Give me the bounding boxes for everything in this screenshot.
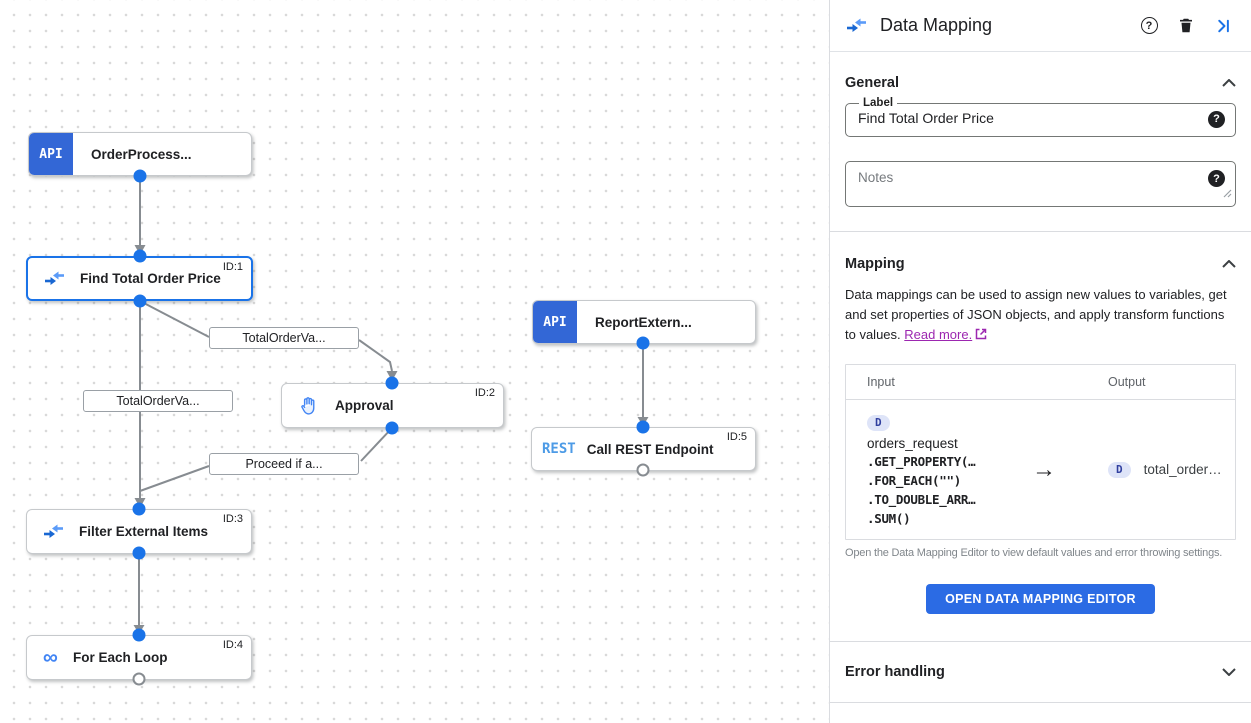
label-field-label: Label	[863, 97, 894, 109]
resize-handle-icon[interactable]	[1223, 185, 1232, 203]
notes-input[interactable]	[858, 170, 1208, 198]
connector-dot[interactable]	[636, 420, 650, 434]
node-label: ReportExtern...	[595, 314, 692, 330]
connector-dot[interactable]	[132, 502, 146, 516]
connector-dot[interactable]	[385, 421, 399, 435]
node-label: OrderProcess...	[91, 146, 192, 162]
section-title: Mapping	[845, 256, 905, 272]
section-title: General	[845, 75, 899, 91]
flow-edges	[133, 176, 649, 634]
edge-label-text: TotalOrderVa...	[242, 331, 326, 345]
connector-dot[interactable]	[133, 169, 147, 183]
mapping-description-text: Data mappings can be used to assign new …	[845, 287, 1227, 342]
section-divider	[830, 641, 1251, 642]
column-header-input: Input	[867, 375, 895, 389]
section-title: Error handling	[845, 664, 945, 680]
mapping-arrow-icon: →	[1032, 455, 1056, 483]
section-general-header[interactable]: General	[845, 75, 1236, 91]
section-divider	[830, 231, 1251, 232]
connector-dot[interactable]	[133, 294, 147, 308]
edge-lines	[138, 176, 644, 625]
node-label: For Each Loop	[72, 650, 168, 665]
node-label: Find Total Order Price	[80, 271, 221, 286]
connector-dot[interactable]	[133, 249, 147, 263]
label-help-icon[interactable]: ?	[1208, 110, 1225, 128]
datatype-badge: D	[1108, 461, 1131, 478]
notes-field: ?	[845, 161, 1236, 207]
node-id-label: ID:3	[222, 513, 243, 525]
mapping-table-header: Input Output	[846, 365, 1235, 400]
node-label: Filter External Items	[79, 524, 209, 539]
open-data-mapping-editor-button[interactable]: OPEN DATA MAPPING EDITOR	[926, 584, 1155, 614]
output-variable: total_order…	[1143, 462, 1222, 477]
mapping-description: Data mappings can be used to assign new …	[845, 285, 1236, 346]
data-mapping-icon	[43, 524, 64, 539]
hand-icon	[298, 395, 320, 417]
edge-label-proceed-if[interactable]: Proceed if a...	[209, 453, 359, 475]
transform-function: .SUM()	[867, 511, 911, 526]
chevron-down-icon[interactable]	[1222, 668, 1236, 676]
edge-label-total-order-value-1[interactable]: TotalOrderVa...	[209, 327, 359, 349]
rest-icon: REST	[542, 441, 576, 457]
data-mapping-icon	[44, 271, 65, 286]
connector-dot[interactable]	[385, 376, 399, 390]
node-label: Call REST Endpoint	[586, 441, 714, 457]
section-mapping-header[interactable]: Mapping	[845, 256, 1236, 272]
read-more-link[interactable]: Read more.	[904, 327, 973, 342]
help-icon[interactable]: ?	[1138, 15, 1160, 37]
mapping-caption: Open the Data Mapping Editor to view def…	[845, 547, 1223, 559]
connector-dot-empty[interactable]	[132, 672, 146, 686]
mapping-output-cell: D total_order…	[1108, 461, 1222, 478]
edge-label-total-order-value-2[interactable]: TotalOrderVa...	[83, 390, 233, 412]
data-mapping-icon	[846, 18, 867, 33]
connector-dot[interactable]	[132, 628, 146, 642]
transform-function: .TO_DOUBLE_ARR…	[867, 492, 976, 507]
edge-label-text: Proceed if a...	[245, 457, 323, 471]
node-approval[interactable]: ID:2 Approval	[281, 383, 504, 428]
node-find-total-order-price[interactable]: ID:1 Find Total Order Price	[26, 256, 253, 301]
api-trigger-icon: API	[533, 301, 577, 343]
section-error-handling-header[interactable]: Error handling	[845, 664, 1236, 680]
node-label: Approval	[335, 398, 394, 413]
edge-label-text: TotalOrderVa...	[116, 394, 200, 408]
section-divider	[830, 702, 1251, 703]
node-id-label: ID:5	[726, 431, 747, 443]
column-header-output: Output	[1108, 375, 1146, 389]
loop-icon: ∞	[43, 646, 58, 669]
panel-title: Data Mapping	[880, 15, 993, 35]
transform-function: .GET_PROPERTY(…	[867, 454, 976, 469]
input-variable: orders_request	[867, 436, 958, 451]
connector-dot[interactable]	[132, 546, 146, 560]
chevron-up-icon[interactable]	[1222, 79, 1236, 87]
connector-dot[interactable]	[636, 336, 650, 350]
api-trigger-icon: API	[29, 133, 73, 175]
node-id-label: ID:1	[222, 261, 243, 273]
datatype-badge: D	[867, 415, 890, 431]
label-field: Label ?	[845, 97, 1236, 137]
mapping-preview-table: Input Output D orders_request .GET_PROPE…	[845, 364, 1236, 540]
flow-canvas[interactable]: API OrderProcess... ID:1 Find Total Orde…	[0, 0, 829, 723]
node-id-label: ID:4	[222, 639, 243, 651]
label-input[interactable]	[858, 109, 1208, 129]
connector-dot-empty[interactable]	[636, 463, 650, 477]
panel-header: Data Mapping ?	[830, 0, 1251, 52]
mapping-table-row: D orders_request .GET_PROPERTY(… .FOR_EA…	[846, 400, 1235, 539]
transform-function: .FOR_EACH("")	[867, 473, 961, 488]
collapse-panel-icon[interactable]	[1212, 15, 1234, 37]
node-id-label: ID:2	[474, 387, 495, 399]
config-panel: Data Mapping ? General	[829, 0, 1251, 723]
node-order-process-trigger[interactable]: API OrderProcess...	[28, 132, 252, 176]
chevron-up-icon[interactable]	[1222, 260, 1236, 268]
notes-help-icon[interactable]: ?	[1208, 170, 1225, 187]
panel-body: General Label ? ?	[830, 75, 1251, 703]
node-filter-external-items[interactable]: ID:3 Filter External Items	[26, 509, 252, 554]
external-link-icon	[975, 328, 987, 343]
delete-icon[interactable]	[1175, 15, 1197, 37]
